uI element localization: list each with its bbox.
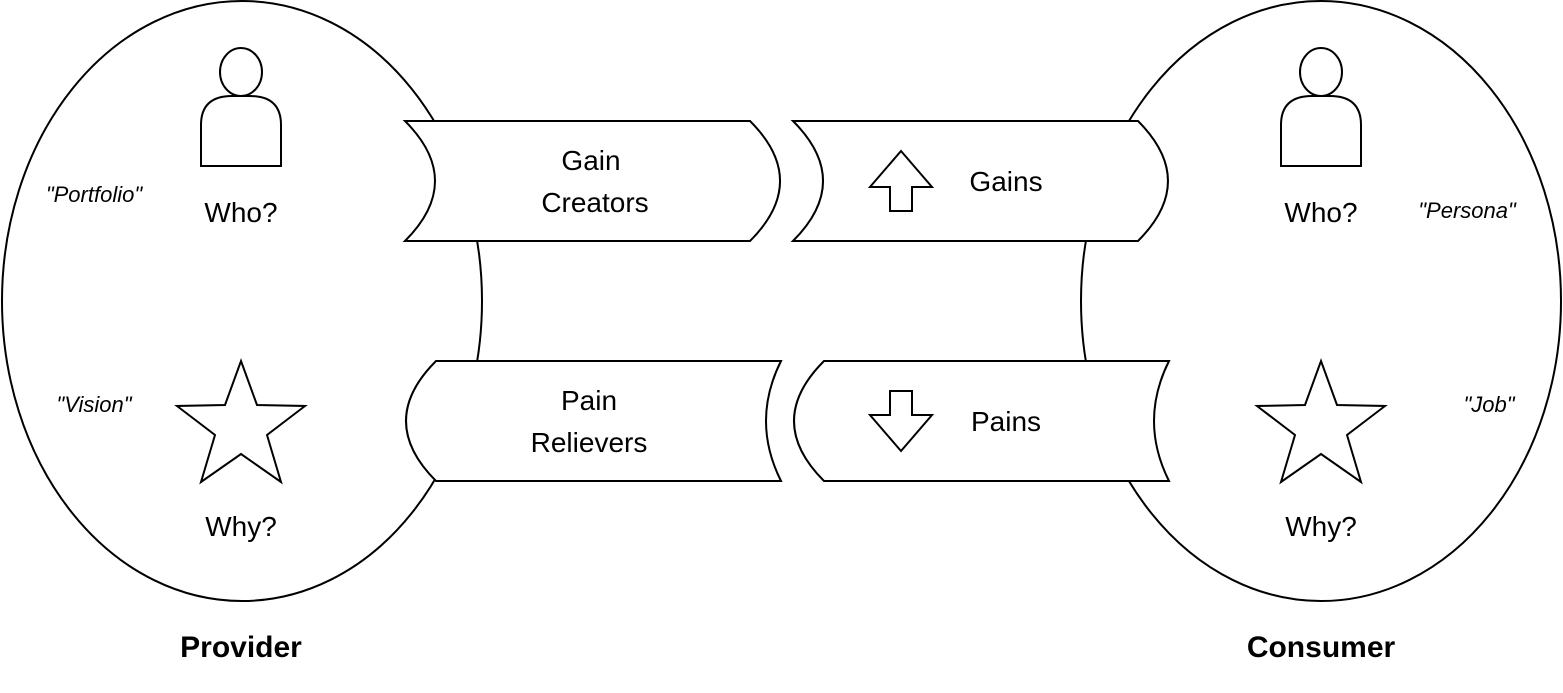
- consumer-title: Consumer: [1247, 631, 1396, 664]
- gain-creators-shape: [402, 120, 781, 242]
- provider-title: Provider: [180, 631, 302, 664]
- star-icon: [174, 358, 308, 485]
- pains-shape: [793, 360, 1171, 482]
- consumer-why-label: Why?: [1285, 511, 1357, 542]
- pain-relievers-label-line1: Pain: [561, 385, 617, 416]
- gain-creators-label-line2: Creators: [541, 187, 648, 218]
- provider-why-label: Why?: [205, 511, 277, 542]
- star-icon: [1254, 358, 1388, 485]
- consumer-why-note: "Job": [1463, 392, 1515, 417]
- provider-who-note: "Portfolio": [46, 182, 144, 207]
- pain-relievers-shape: [405, 360, 783, 482]
- consumer-ellipse: [1080, 0, 1562, 602]
- pains-label: Pains: [971, 406, 1041, 437]
- provider-why-note: "Vision": [56, 392, 132, 417]
- consumer-who-note: "Persona": [1418, 198, 1517, 223]
- person-icon: [1280, 47, 1362, 167]
- gain-creators-label-line1: Gain: [561, 145, 620, 176]
- gains-label: Gains: [969, 166, 1042, 197]
- arrow-down-icon: [867, 390, 935, 453]
- provider-ellipse: [1, 0, 483, 602]
- provider-who-label: Who?: [204, 197, 277, 228]
- gains-shape: [790, 120, 1169, 242]
- pain-relievers-label-line2: Relievers: [531, 427, 648, 458]
- arrow-up-icon: [867, 149, 935, 212]
- person-icon: [200, 47, 282, 167]
- consumer-who-label: Who?: [1284, 197, 1357, 228]
